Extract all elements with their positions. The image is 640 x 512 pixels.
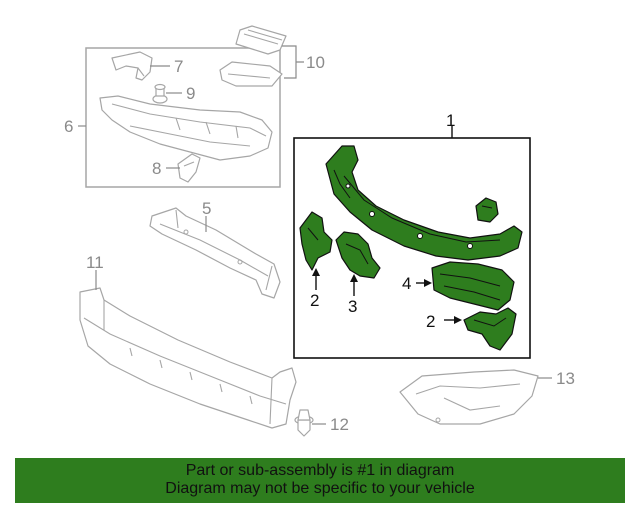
subassembly-box-6	[85, 47, 281, 188]
callout-10[interactable]: 10	[306, 53, 325, 72]
diagram-notice-banner: Part or sub-assembly is #1 in diagram Di…	[15, 458, 625, 503]
banner-line-2: Diagram may not be specific to your vehi…	[165, 480, 475, 497]
part-1-radiator-support[interactable]	[325, 145, 523, 261]
part-1-small-bracket[interactable]	[475, 197, 499, 223]
callout-12[interactable]: 12	[330, 415, 349, 434]
callout-13[interactable]: 13	[556, 369, 575, 388]
part-11-air-deflector[interactable]	[79, 287, 297, 429]
callout-8[interactable]: 8	[152, 159, 161, 178]
callout-2-left[interactable]: 2	[310, 291, 319, 310]
part-2-right-bracket[interactable]	[463, 307, 517, 351]
part-8-clip[interactable]	[177, 153, 201, 183]
part-9-bolt[interactable]	[152, 83, 168, 104]
callout-2-right[interactable]: 2	[426, 312, 435, 331]
callout-4[interactable]: 4	[402, 274, 411, 293]
part-13-splash-shield[interactable]	[399, 369, 539, 425]
assembly-box-1	[293, 137, 531, 359]
part-3-bracket[interactable]	[335, 231, 381, 279]
part-10-pad-upper[interactable]	[235, 25, 287, 55]
callout-6[interactable]: 6	[64, 117, 73, 136]
part-10-pad-lower[interactable]	[219, 61, 283, 87]
callout-1[interactable]: 1	[446, 111, 455, 130]
parts-diagram: 1 2 3 4 2 5 6 7 8 9 10 11 12 13	[64, 25, 575, 437]
part-12-push-pin[interactable]	[294, 409, 314, 437]
callout-9[interactable]: 9	[186, 84, 195, 103]
callout-3[interactable]: 3	[348, 297, 357, 316]
part-7-bracket[interactable]	[111, 51, 153, 81]
callout-7[interactable]: 7	[174, 57, 183, 76]
part-5-lower-reinforcement[interactable]	[149, 207, 281, 299]
callout-11[interactable]: 11	[86, 253, 104, 272]
banner-line-1: Part or sub-assembly is #1 in diagram	[185, 462, 455, 479]
part-2-left-bracket[interactable]	[299, 211, 333, 271]
callout-5[interactable]: 5	[202, 199, 211, 218]
